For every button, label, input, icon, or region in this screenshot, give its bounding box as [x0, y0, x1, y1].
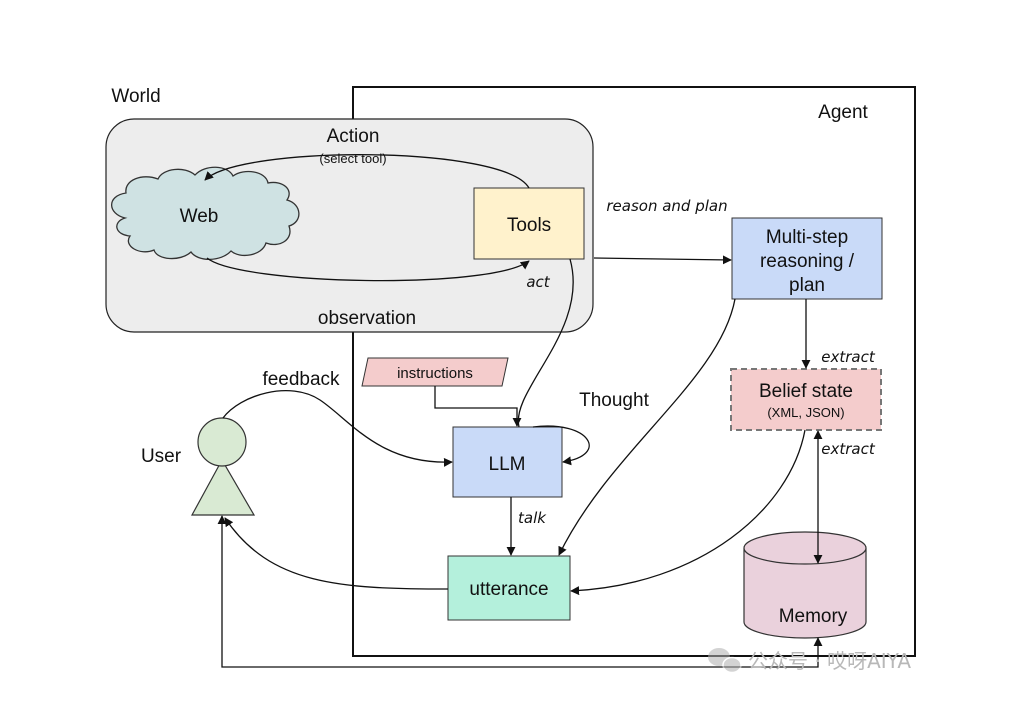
user-figure — [190, 417, 256, 516]
wechat-icon — [708, 648, 742, 674]
instructions-shape — [361, 357, 509, 387]
act-edge-label: act — [526, 273, 550, 291]
talk-edge-label: talk — [518, 509, 547, 527]
tools-to-multistep-arrow — [593, 255, 732, 265]
user-label: User — [141, 446, 182, 467]
llm-box — [452, 426, 563, 498]
web-cloud — [110, 166, 300, 261]
instructions-label: instructions — [397, 365, 473, 382]
utterance-label: utterance — [469, 579, 548, 600]
tools-label: Tools — [507, 215, 551, 236]
extract-edge-label-1: extract — [821, 348, 876, 366]
observation-label: observation — [318, 308, 416, 329]
action-label: Action — [327, 126, 380, 147]
act-arrow — [206, 257, 530, 282]
multistep-box — [731, 217, 883, 300]
instructions-to-llm-arrow — [434, 386, 522, 427]
multistep-to-utterance-arrow — [558, 298, 736, 556]
multistep-line-2: reasoning / — [760, 251, 855, 272]
agent-label: Agent — [818, 102, 868, 123]
extract-edge-label-2: extract — [821, 440, 876, 458]
feedback-label: feedback — [262, 369, 340, 390]
select-tool-label: (select tool) — [319, 151, 386, 166]
watermark-text: 公众号 · 哎呀AIYA — [748, 649, 911, 673]
tools-box — [473, 187, 585, 260]
multistep-line-1: Multi-step — [766, 227, 848, 248]
thought-label: Thought — [579, 390, 649, 411]
tools-llm-thought-line — [517, 258, 574, 428]
memory-label: Memory — [779, 606, 848, 627]
agent-boundary — [352, 86, 916, 657]
feedback-arrow — [222, 390, 453, 467]
web-label: Web — [180, 206, 219, 227]
llm-self-loop-arrow — [532, 425, 590, 466]
belief-state-box — [730, 368, 882, 431]
belief-state-sub: (XML, JSON) — [767, 405, 844, 420]
belief-state-label: Belief state — [759, 381, 853, 402]
memory-to-user-line — [217, 515, 823, 668]
select-tool-arrow — [204, 154, 530, 189]
utterance-to-user-arrow — [224, 517, 449, 590]
multistep-line-3: plan — [789, 275, 825, 296]
world-label: World — [111, 86, 160, 107]
llm-label: LLM — [489, 454, 526, 475]
reason-and-plan-edge-label: reason and plan — [606, 197, 727, 215]
